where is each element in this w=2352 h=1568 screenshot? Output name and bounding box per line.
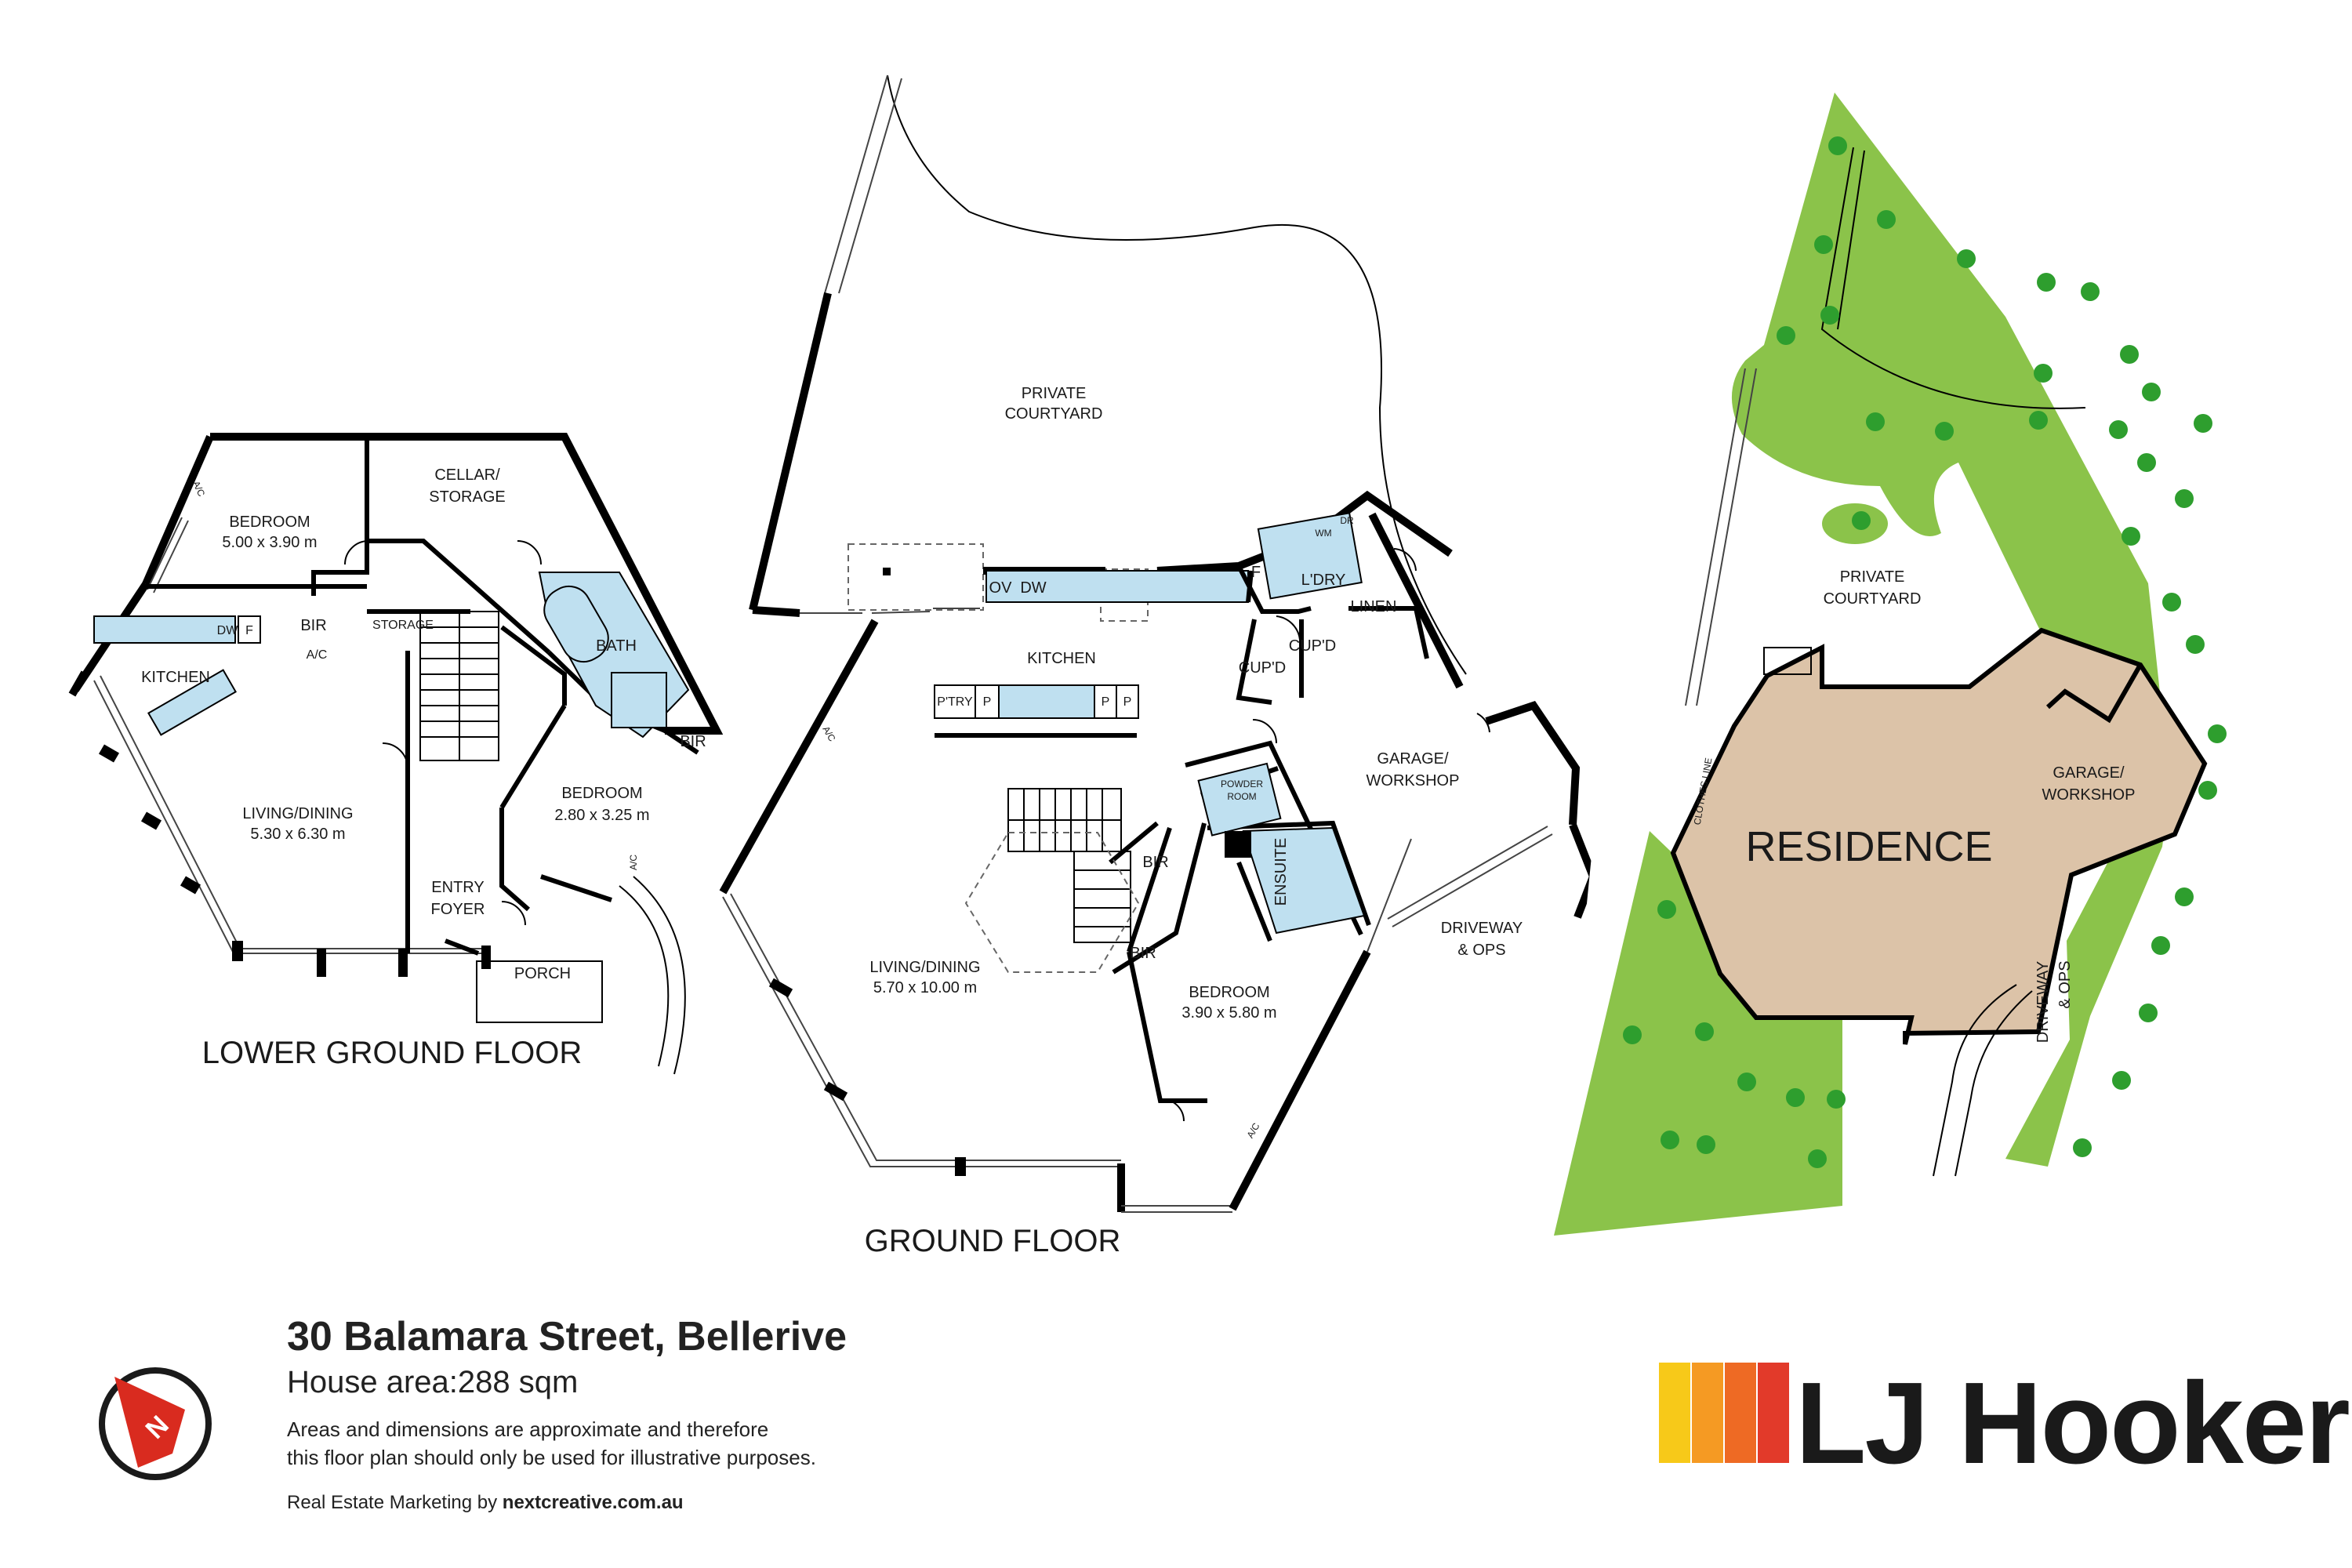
gf-linen-label: LINEN xyxy=(1351,598,1397,615)
site-courtyard-label-line2: COURTYARD xyxy=(1824,590,1922,608)
lg-bedroom2-size: 2.80 x 3.25 m xyxy=(554,807,649,824)
lg-porch-label: PORCH xyxy=(514,965,571,982)
brand-name: LJ Hooker xyxy=(1795,1359,2349,1488)
lg-bedroom-label: BEDROOM xyxy=(229,514,310,531)
gf-pantry-p-label-3: P xyxy=(1123,695,1132,709)
site-plan: PRIVATE COURTYARD CLOTHES LINE RESIDENCE… xyxy=(1554,93,2227,1236)
site-driveway-label: DRIVEWAY xyxy=(2034,961,2052,1043)
gf-courtyard-label-line2: COURTYARD xyxy=(1005,405,1103,423)
lg-porch-ac-label: A/C xyxy=(628,855,639,870)
gf-living-size: 5.70 x 10.00 m xyxy=(873,979,977,996)
gf-pantry-p-label-1: P xyxy=(983,695,992,709)
lg-living-label: LIVING/DINING xyxy=(242,805,353,822)
logo-bar-yellow xyxy=(1659,1363,1690,1463)
compass-icon: N xyxy=(99,1367,212,1480)
site-lawn-northeast xyxy=(1731,93,2170,1167)
lg-fridge-label: F xyxy=(245,624,253,637)
lg-bir2-label: BIR xyxy=(680,733,706,750)
ground-floor-title: GROUND FLOOR xyxy=(865,1224,1121,1258)
gf-garage-label-line1: GARAGE/ xyxy=(1377,750,1449,768)
gf-driveway-label-line2: & OPS xyxy=(1457,942,1505,959)
marketing-credit: Real Estate Marketing by nextcreative.co… xyxy=(287,1492,684,1513)
lg-entry-label-line2: FOYER xyxy=(431,901,485,918)
property-address: 30 Balamara Street, Bellerive xyxy=(287,1314,847,1359)
lg-cellar-label-line1: CELLAR/ xyxy=(434,466,500,484)
gf-bir-label-2: BIR xyxy=(1130,945,1156,962)
disclaimer-line2: this floor plan should only be used for … xyxy=(287,1446,816,1469)
gf-laundry-label: L'DRY xyxy=(1301,572,1346,589)
gf-garage-label-line2: WORKSHOP xyxy=(1367,772,1460,789)
disclaimer-line1: Areas and dimensions are approximate and… xyxy=(287,1417,768,1441)
gf-washer-label: WM xyxy=(1315,528,1331,539)
gf-pantry-p-label-2: P xyxy=(1102,695,1110,709)
lg-entry-label-line1: ENTRY xyxy=(431,879,484,896)
lg-kitchen-label: KITCHEN xyxy=(141,669,210,686)
gf-driveway-label-line1: DRIVEWAY xyxy=(1441,920,1523,937)
marketing-website: nextcreative.com.au xyxy=(503,1492,684,1513)
site-ops-label: & OPS xyxy=(2056,960,2074,1008)
gf-dryer-label: DR xyxy=(1340,515,1354,526)
lg-bedroom-size: 5.00 x 3.90 m xyxy=(222,534,317,551)
house-area: House area:288 sqm xyxy=(287,1365,578,1399)
lg-bedroom2-label: BEDROOM xyxy=(561,785,642,802)
lower-ground-floor-plan: BEDROOM 5.00 x 3.90 m CELLAR/ STORAGE BA… xyxy=(68,433,724,1075)
site-garage-label-line1: GARAGE/ xyxy=(2053,764,2125,782)
lg-dw-label: DW xyxy=(217,624,239,637)
gf-ac-label-1: A/C xyxy=(820,724,837,744)
site-courtyard-label-line1: PRIVATE xyxy=(1840,568,1905,586)
site-residence-label: RESIDENCE xyxy=(1745,823,1992,870)
gf-courtyard-label-line1: PRIVATE xyxy=(1022,385,1087,402)
gf-powder-label-line1: POWDER xyxy=(1221,779,1263,789)
logo-bar-dark-orange xyxy=(1725,1363,1756,1463)
property-info: N 30 Balamara Street, Bellerive House ar… xyxy=(99,1314,847,1513)
ground-floor-plan: PRIVATE COURTYARD OV DW KITCHEN P'TRY P … xyxy=(719,74,1598,1258)
lg-ac-label: A/C xyxy=(307,648,328,662)
gf-living-label: LIVING/DINING xyxy=(869,959,980,976)
lg-cellar-label-line2: STORAGE xyxy=(429,488,505,506)
lg-bath-label: BATH xyxy=(596,637,637,655)
marketing-prefix: Real Estate Marketing by xyxy=(287,1492,503,1513)
lg-storage-label: STORAGE xyxy=(372,619,434,632)
lj-hooker-logo: LJ Hooker xyxy=(1659,1359,2350,1488)
residence-footprint xyxy=(1670,627,2208,1045)
gf-ac-label-2: A/C xyxy=(1244,1121,1261,1141)
gf-bedroom-size: 3.90 x 5.80 m xyxy=(1181,1004,1276,1022)
lower-ground-floor-title: LOWER GROUND FLOOR xyxy=(202,1036,582,1070)
lg-living-size: 5.30 x 6.30 m xyxy=(250,826,345,843)
gf-oven-label: OV xyxy=(989,579,1013,597)
gf-cupboard-label-1: CUP'D xyxy=(1239,659,1287,677)
logo-bar-red xyxy=(1758,1363,1789,1463)
gf-cupboard-label-2: CUP'D xyxy=(1289,637,1337,655)
gf-bir-label-1: BIR xyxy=(1142,854,1168,871)
site-garage-label-line2: WORKSHOP xyxy=(2042,786,2136,804)
gf-pantry-label: P'TRY xyxy=(937,695,973,709)
gf-bedroom-label: BEDROOM xyxy=(1189,984,1269,1001)
gf-ensuite-label: ENSUITE xyxy=(1272,838,1290,906)
gf-powder-label-line2: ROOM xyxy=(1227,791,1256,802)
lg-bir-label: BIR xyxy=(300,617,326,634)
site-trees xyxy=(1623,136,2227,1168)
gf-fridge-label: F xyxy=(1251,564,1261,581)
gf-dishwasher-label: DW xyxy=(1020,579,1046,597)
gf-kitchen-label: KITCHEN xyxy=(1027,650,1096,667)
logo-bar-orange xyxy=(1692,1363,1723,1463)
lg-wall-ac-label: A/C xyxy=(191,479,207,498)
